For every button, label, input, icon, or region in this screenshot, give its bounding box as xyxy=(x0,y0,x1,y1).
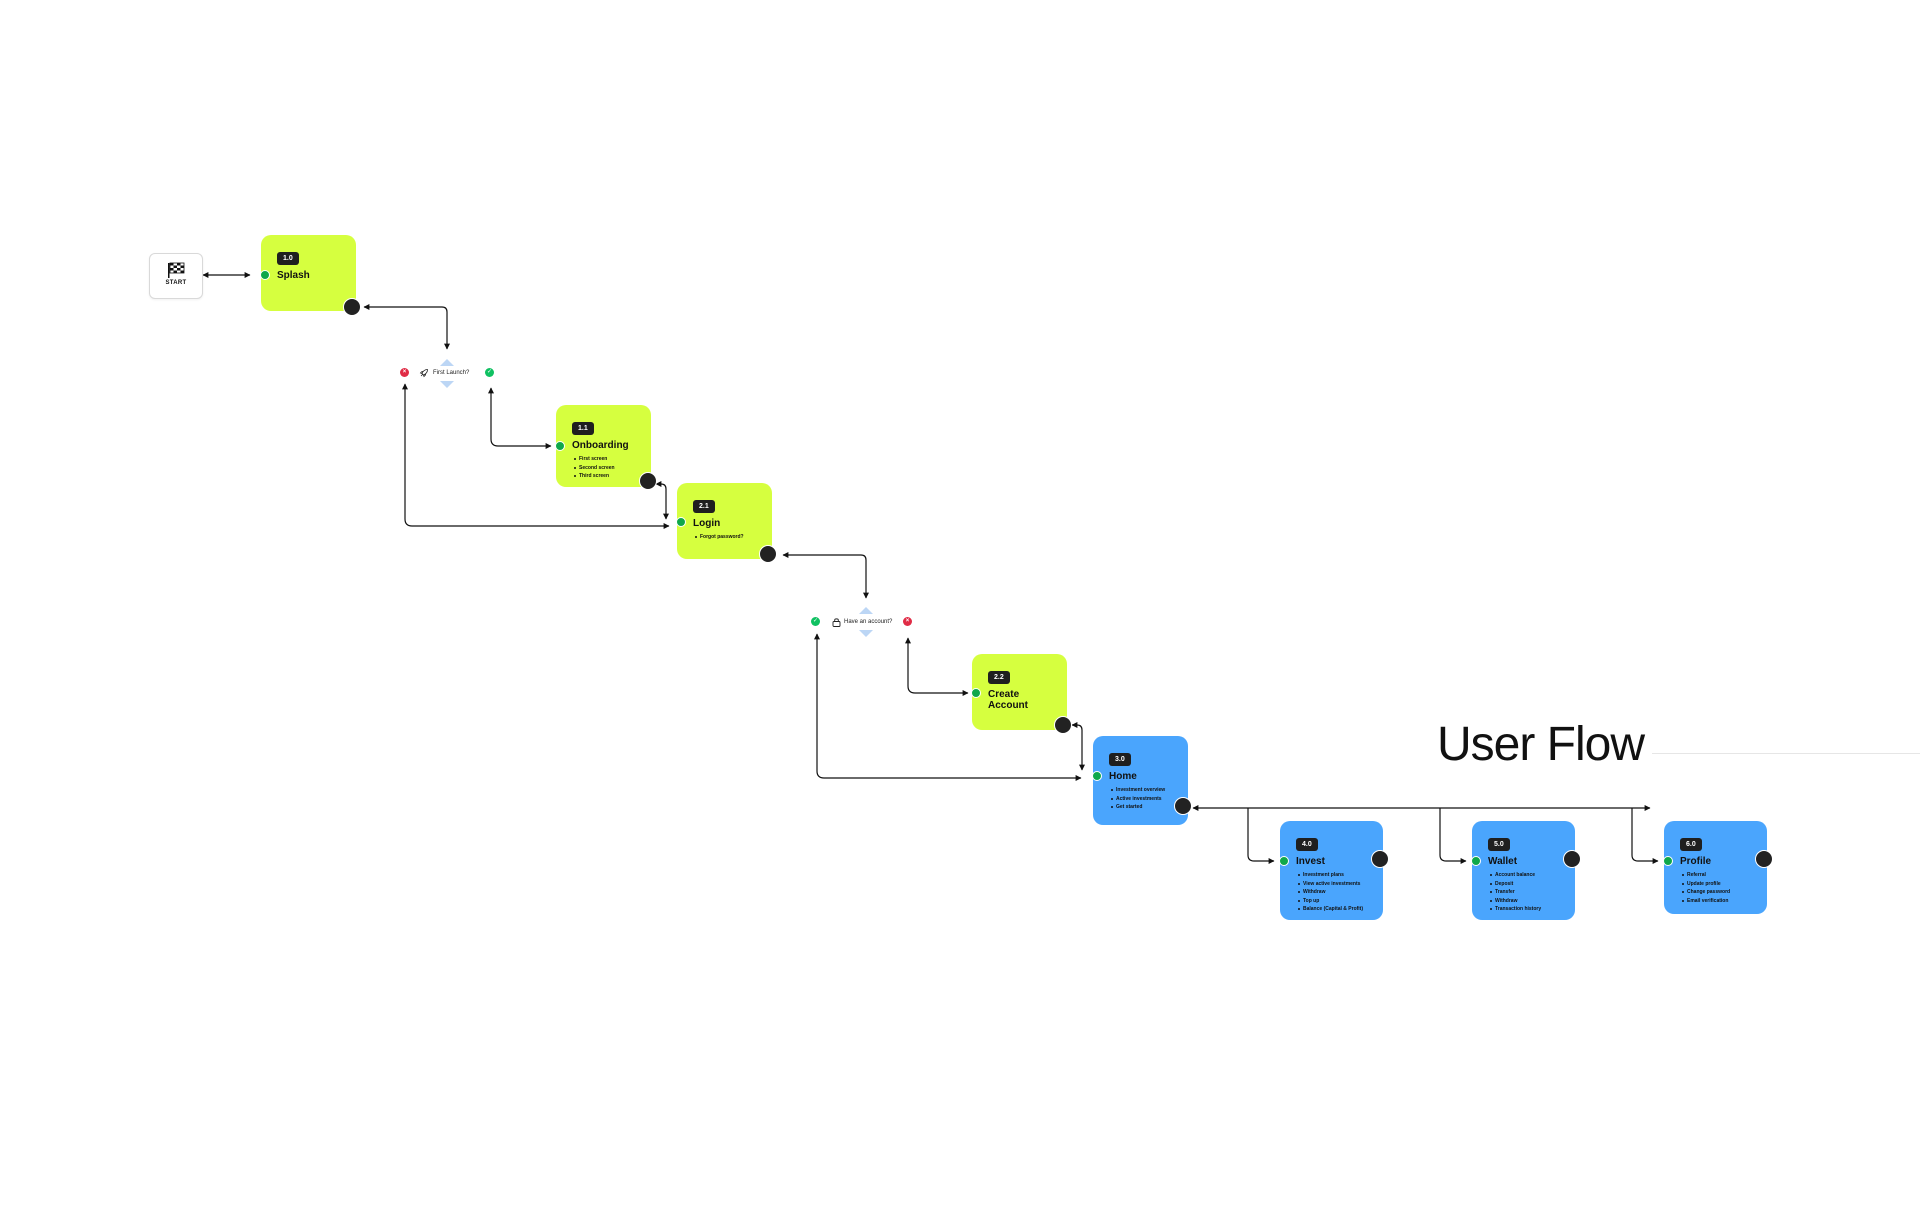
node-title-line1: Create xyxy=(988,689,1020,700)
node-login[interactable]: 2.1 Login Forgot password? xyxy=(677,483,772,559)
rocket-icon xyxy=(419,369,428,378)
list-item: Transaction history xyxy=(1490,905,1559,914)
input-port[interactable] xyxy=(260,270,270,280)
yes-icon: ✓ xyxy=(811,617,820,626)
list-item: Second screen xyxy=(574,464,635,473)
node-title: Profile xyxy=(1680,856,1712,867)
edge-create-home xyxy=(1071,722,1085,771)
edge-firstlaunch-onboarding xyxy=(488,387,552,449)
node-invest[interactable]: 4.0 Invest Investment plans View active … xyxy=(1280,821,1383,920)
decision-label: First Launch? xyxy=(433,370,470,376)
list-item: Active investments xyxy=(1111,795,1172,804)
list-item: View active investments xyxy=(1298,880,1367,889)
input-port[interactable] xyxy=(1471,856,1481,866)
edge-splash-firstlaunch xyxy=(363,304,450,350)
node-profile[interactable]: 6.0 Profile Referral Update profile Chan… xyxy=(1664,821,1767,914)
input-port[interactable] xyxy=(1092,771,1102,781)
node-title: Splash xyxy=(277,270,310,281)
list-item: Investment plans xyxy=(1298,871,1367,880)
node-splash[interactable]: 1.0 Splash xyxy=(261,235,356,311)
decision-diamond-top xyxy=(440,359,454,366)
list-item: Withdraw xyxy=(1490,897,1559,906)
decision-diamond-top xyxy=(859,607,873,614)
node-item-list: Account balance Deposit Transfer Withdra… xyxy=(1488,871,1559,914)
no-icon: × xyxy=(903,617,912,626)
output-port[interactable] xyxy=(1755,850,1773,868)
list-item: Forgot password? xyxy=(695,533,756,542)
list-item: First screen xyxy=(574,455,635,464)
input-port[interactable] xyxy=(1279,856,1289,866)
input-port[interactable] xyxy=(676,517,686,527)
no-icon: × xyxy=(400,368,409,377)
node-title: Invest xyxy=(1296,856,1325,867)
output-port[interactable] xyxy=(1174,797,1192,815)
node-item-list: Investment overview Active investments G… xyxy=(1109,786,1172,812)
list-item: Update profile xyxy=(1682,880,1751,889)
edge-bus-wallet xyxy=(1439,808,1467,864)
node-title: Wallet xyxy=(1488,856,1518,867)
node-item-list: Forgot password? xyxy=(693,533,756,542)
edge-bus-invest xyxy=(1247,808,1275,864)
start-label: START xyxy=(165,280,187,286)
list-item: Referral xyxy=(1682,871,1751,880)
node-id-badge: 3.0 xyxy=(1109,753,1131,766)
start-node[interactable]: START xyxy=(149,253,203,299)
node-wallet[interactable]: 5.0 Wallet Account balance Deposit Trans… xyxy=(1472,821,1575,920)
node-item-list: Referral Update profile Change password … xyxy=(1680,871,1751,905)
lock-icon xyxy=(832,618,841,627)
edge-haveaccount-create xyxy=(905,637,969,696)
output-port[interactable] xyxy=(759,545,777,563)
node-id-badge: 1.1 xyxy=(572,422,594,435)
output-port[interactable] xyxy=(1371,850,1389,868)
list-item: Transfer xyxy=(1490,888,1559,897)
node-item-list: First screen Second screen Third screen xyxy=(572,455,635,481)
list-item: Change password xyxy=(1682,888,1751,897)
output-port[interactable] xyxy=(639,472,657,490)
list-item: Third screen xyxy=(574,472,635,481)
edge-firstlaunch-login xyxy=(402,383,670,529)
node-id-badge: 4.0 xyxy=(1296,838,1318,851)
node-id-badge: 2.1 xyxy=(693,500,715,513)
output-port[interactable] xyxy=(1054,716,1072,734)
list-item: Email verification xyxy=(1682,897,1751,906)
input-port[interactable] xyxy=(555,441,565,451)
edge-onboarding-login xyxy=(655,481,669,520)
title-divider xyxy=(1652,753,1920,754)
node-id-badge: 1.0 xyxy=(277,252,299,265)
node-id-badge: 6.0 xyxy=(1680,838,1702,851)
decision-label: Have an account? xyxy=(844,619,893,625)
edge-bus-profile xyxy=(1631,808,1659,864)
list-item: Top up xyxy=(1298,897,1367,906)
output-port[interactable] xyxy=(343,298,361,316)
list-item: Get started xyxy=(1111,803,1172,812)
list-item: Account balance xyxy=(1490,871,1559,880)
node-id-badge: 2.2 xyxy=(988,671,1010,684)
decision-diamond-bottom xyxy=(859,630,873,637)
node-title: Login xyxy=(693,518,721,529)
node-title: Onboarding xyxy=(572,440,629,451)
list-item: Withdraw xyxy=(1298,888,1367,897)
node-title: Home xyxy=(1109,771,1137,782)
node-item-list: Investment plans View active investments… xyxy=(1296,871,1367,914)
output-port[interactable] xyxy=(1563,850,1581,868)
list-item: Investment overview xyxy=(1111,786,1172,795)
node-id-badge: 5.0 xyxy=(1488,838,1510,851)
input-port[interactable] xyxy=(1663,856,1673,866)
node-title-line2: Account xyxy=(988,700,1028,711)
decision-diamond-bottom xyxy=(440,381,454,388)
list-item: Balance (Capital & Profit) xyxy=(1298,905,1367,914)
edge-haveaccount-home xyxy=(814,633,1082,781)
yes-icon: ✓ xyxy=(485,368,494,377)
list-item: Deposit xyxy=(1490,880,1559,889)
page-title: User Flow xyxy=(1437,718,1645,771)
input-port[interactable] xyxy=(971,688,981,698)
edge-login-haveaccount xyxy=(782,552,869,599)
flag-icon xyxy=(168,262,185,278)
node-onboarding[interactable]: 1.1 Onboarding First screen Second scree… xyxy=(556,405,651,487)
node-home[interactable]: 3.0 Home Investment overview Active inve… xyxy=(1093,736,1188,825)
